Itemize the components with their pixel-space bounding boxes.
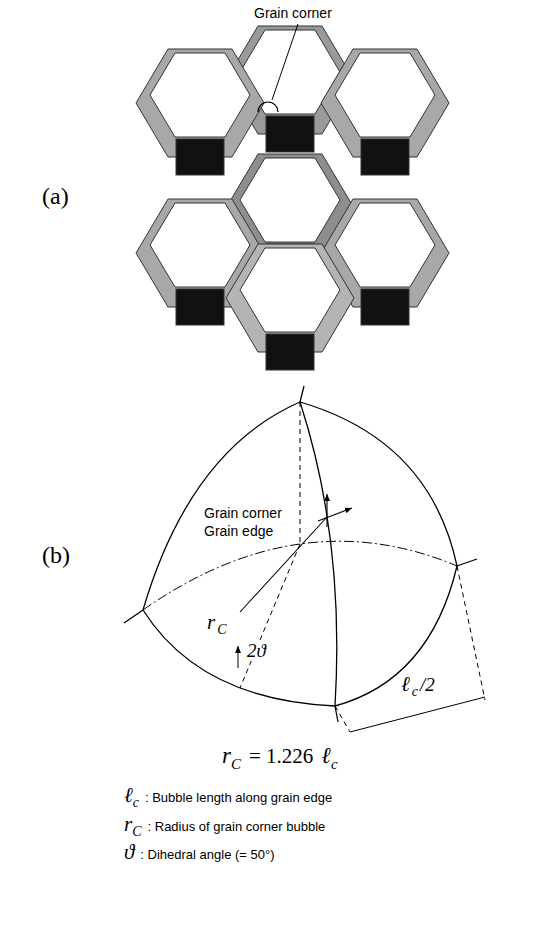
figure-label: (b) xyxy=(42,542,70,568)
label-group: ℓc : Bubble length along grain edge xyxy=(124,785,332,810)
figure-label: ϑ xyxy=(124,840,134,864)
dimension-line xyxy=(350,697,485,732)
label-group: (a) xyxy=(42,184,69,208)
figure-label: r xyxy=(124,812,132,836)
figure-label: Grain corner xyxy=(203,505,283,521)
figure-label: r xyxy=(206,610,216,634)
figure-label: c xyxy=(133,795,139,810)
label-group: Grain edge xyxy=(203,523,274,539)
grain xyxy=(226,244,354,370)
figure-label: ℓ xyxy=(321,743,331,768)
label-group: 2ϑ xyxy=(246,641,267,660)
hidden-edges xyxy=(240,402,485,732)
label-group: rC : Radius of grain corner bubble xyxy=(124,814,325,839)
figure-label: (a) xyxy=(42,183,69,209)
figure-label: : Bubble length along grain edge xyxy=(145,790,332,805)
grain-packing xyxy=(136,26,449,370)
label-group: rC = 1.226 ℓc xyxy=(222,744,338,772)
figure-label: = 1.226 xyxy=(249,744,313,768)
figure-label: C xyxy=(216,622,227,637)
label-group: rC xyxy=(206,612,228,637)
figure-label: /2 xyxy=(419,674,436,695)
label-group: Grain corner xyxy=(203,505,283,521)
grain xyxy=(136,49,264,175)
label-group: (b) xyxy=(42,543,70,567)
figure-label: : Dihedral angle (= 50°) xyxy=(140,847,274,862)
leader-line xyxy=(272,24,298,100)
figure-label: c xyxy=(331,756,338,772)
figure-label: Grain corner xyxy=(254,5,332,21)
label-group: Grain corner xyxy=(254,5,332,21)
grain xyxy=(321,49,449,175)
label-group: ϑ : Dihedral angle (= 50°) xyxy=(124,842,275,863)
grain-edge-line xyxy=(143,541,457,610)
figure-label: c xyxy=(411,684,419,699)
figure-label: r xyxy=(222,743,231,768)
figure-label: C xyxy=(132,824,141,839)
figure-label: : Radius of grain corner bubble xyxy=(148,819,326,834)
bubble-outline xyxy=(124,386,477,722)
corner-marker xyxy=(258,102,278,112)
figure-label: Grain edge xyxy=(203,523,274,539)
figure-label: ℓ xyxy=(400,672,411,696)
angle-arrow xyxy=(238,646,239,668)
figure-label: 2ϑ xyxy=(246,640,267,661)
label-group: ℓc/2 xyxy=(400,674,436,699)
figure-label: C xyxy=(231,756,241,772)
figure-label: ℓ xyxy=(124,783,133,807)
